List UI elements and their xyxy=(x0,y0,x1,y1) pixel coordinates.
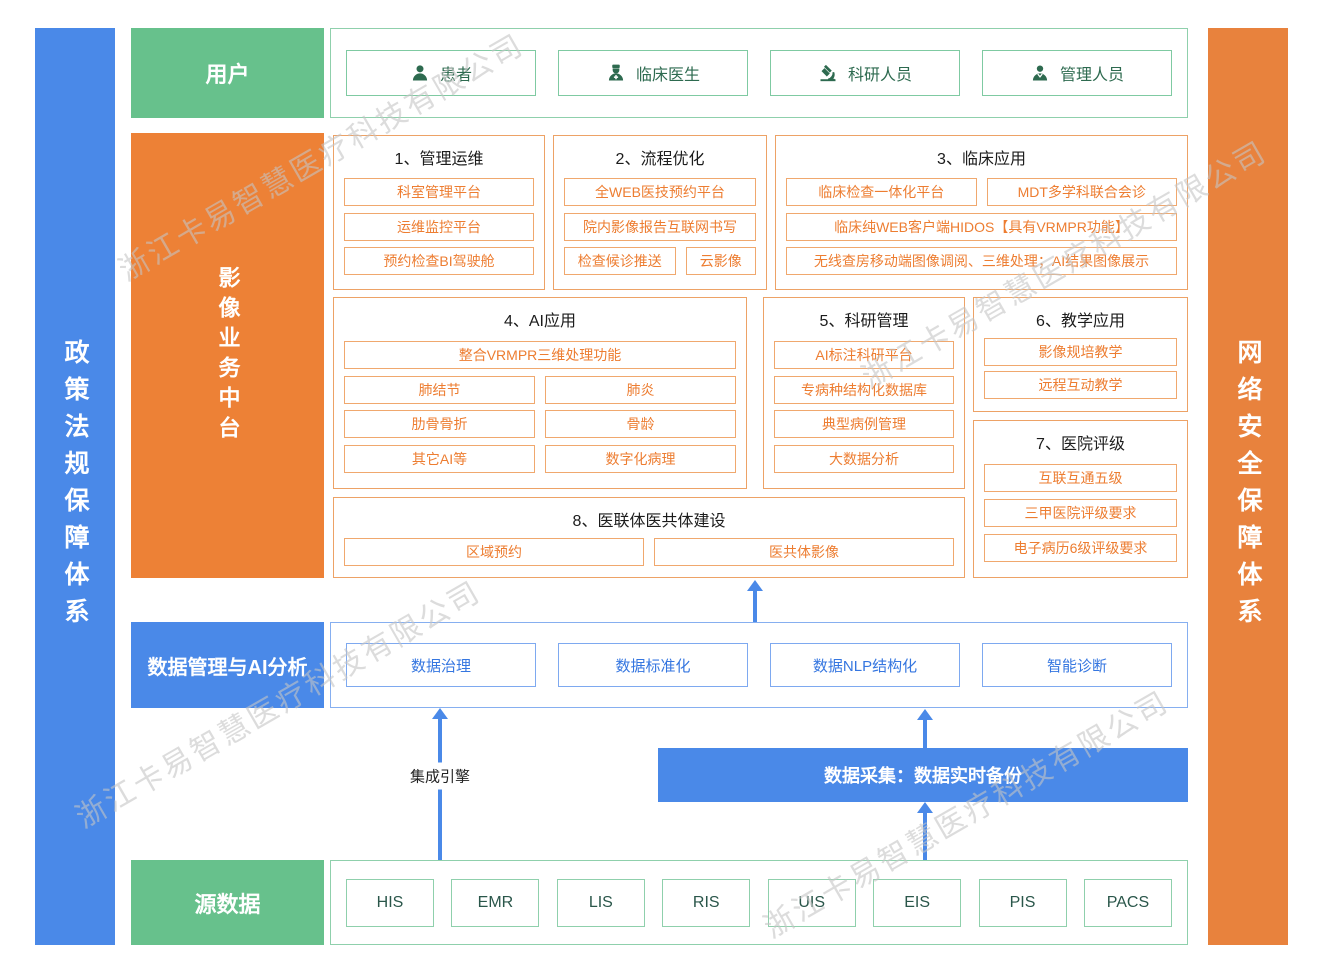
section-research-management: 5、科研管理 AI标注科研平台 专病种结构化数据库 典型病例管理 大数据分析 xyxy=(763,297,965,489)
platform-item: AI标注科研平台 xyxy=(774,340,954,369)
section-process-optimization: 2、流程优化 全WEB医技预约平台 院内影像报告互联网书写 检查候诊推送 云影像 xyxy=(553,135,767,290)
platform-item: 科室管理平台 xyxy=(344,178,534,207)
section-hospital-rating: 7、医院评级 互联互通五级 三甲医院评级要求 电子病历6级评级要求 xyxy=(973,420,1188,578)
data-mgmt-item: 数据NLP结构化 xyxy=(770,643,960,687)
section-title: 5、科研管理 xyxy=(819,313,909,330)
collect-top-arrow-head xyxy=(917,709,933,720)
platform-item: 骨龄 xyxy=(545,410,736,439)
data-mgmt-container: 数据治理 数据标准化 数据NLP结构化 智能诊断 xyxy=(330,622,1188,708)
collect-bottom-arrow-line xyxy=(923,813,927,860)
section-title: 3、临床应用 xyxy=(937,151,1026,168)
data-mgmt-item: 数据治理 xyxy=(346,643,536,687)
patient-icon xyxy=(412,65,428,81)
policy-regulation-label: 政策法规保障体系 xyxy=(61,338,89,635)
platform-item: 大数据分析 xyxy=(774,445,954,474)
researcher-icon xyxy=(820,64,836,82)
network-security-label: 网络安全保障体系 xyxy=(1234,338,1262,635)
source-data-label: 源数据 xyxy=(131,860,324,945)
users-container: 患者 临床医生 科研人员 管理人员 xyxy=(330,28,1188,118)
section-title: 6、教学应用 xyxy=(1036,313,1125,330)
source-system: UIS xyxy=(767,878,856,927)
platform-item: 互联互通五级 xyxy=(984,464,1177,492)
section-management-ops: 1、管理运维 科室管理平台 运维监控平台 预约检查BI驾驶舱 xyxy=(333,135,545,290)
platform-item: 远程互动教学 xyxy=(984,370,1177,399)
platform-item: 无线查房移动端图像调阅、三维处理；AI结果图像展示 xyxy=(786,246,1177,275)
source-system: PACS xyxy=(1083,878,1172,927)
section-title: 1、管理运维 xyxy=(394,151,484,168)
source-system: EIS xyxy=(873,878,962,927)
platform-label-text: 影像业务中台 xyxy=(215,265,241,446)
section-title: 8、医联体医共体建设 xyxy=(572,513,726,530)
platform-item: 典型病例管理 xyxy=(774,410,954,439)
section-title: 4、AI应用 xyxy=(503,313,577,330)
section-medical-consortium: 8、医联体医共体建设 区域预约 医共体影像 xyxy=(333,497,965,578)
section-title: 7、医院评级 xyxy=(1036,436,1125,453)
data-mgmt-item: 智能诊断 xyxy=(982,643,1172,687)
user-box-patient: 患者 xyxy=(346,50,536,96)
section-clinical-application: 3、临床应用 临床检查一体化平台 MDT多学科联合会诊 临床纯WEB客户端HID… xyxy=(775,135,1188,290)
integration-arrow-line xyxy=(438,719,442,860)
platform-item: 区域预约 xyxy=(344,537,644,566)
platform-item: 医共体影像 xyxy=(654,537,954,566)
user-box-label: 管理人员 xyxy=(1059,67,1124,84)
source-system: EMR xyxy=(451,878,540,927)
user-box-label: 科研人员 xyxy=(847,67,912,84)
section-title: 2、流程优化 xyxy=(615,151,705,168)
platform-item: 云影像 xyxy=(685,246,756,275)
up-arrow xyxy=(747,580,763,591)
platform-label: 影像业务中台 xyxy=(131,133,324,578)
network-security-bar: 网络安全保障体系 xyxy=(1208,28,1288,945)
integration-arrow-head xyxy=(432,708,448,719)
platform-item: 院内影像报告互联网书写 xyxy=(564,212,756,241)
platform-item: 肺炎 xyxy=(545,375,736,404)
user-box-manager: 管理人员 xyxy=(982,50,1172,96)
source-system: HIS xyxy=(346,878,434,927)
source-system: RIS xyxy=(662,878,751,927)
user-box-label: 临床医生 xyxy=(635,67,700,84)
platform-item: 影像规培教学 xyxy=(984,338,1177,367)
platform-item: 整合VRMPR三维处理功能 xyxy=(344,340,736,369)
platform-item: 三甲医院评级要求 xyxy=(984,499,1177,527)
platform-item: 临床检查一体化平台 xyxy=(786,178,977,207)
users-label: 用户 xyxy=(131,28,324,118)
platform-item: 专病种结构化数据库 xyxy=(774,375,954,404)
source-data-container: HIS EMR LIS RIS UIS EIS PIS PACS xyxy=(330,860,1188,945)
user-box-researcher: 科研人员 xyxy=(770,50,960,96)
platform-item: 肋骨骨折 xyxy=(344,410,535,439)
source-system: PIS xyxy=(978,878,1067,927)
policy-regulation-bar: 政策法规保障体系 xyxy=(35,28,115,945)
data-mgmt-label: 数据管理与AI分析 xyxy=(131,622,324,708)
up-arrow-line xyxy=(753,591,757,622)
user-box-label: 患者 xyxy=(439,67,472,84)
platform-item: 其它AI等 xyxy=(344,445,535,474)
collect-top-arrow-line xyxy=(923,720,927,748)
section-teaching-application: 6、教学应用 影像规培教学 远程互动教学 xyxy=(973,297,1188,412)
platform-item: MDT多学科联合会诊 xyxy=(986,178,1177,207)
doctor-icon xyxy=(608,64,624,81)
platform-item: 预约检查BI驾驶舱 xyxy=(344,246,534,275)
platform-item: 检查候诊推送 xyxy=(564,246,676,275)
integration-engine-label: 集成引擎 xyxy=(403,762,477,790)
data-mgmt-item: 数据标准化 xyxy=(558,643,748,687)
platform-item: 数字化病理 xyxy=(545,445,736,474)
user-box-doctor: 临床医生 xyxy=(558,50,748,96)
data-collection-box: 数据采集：数据实时备份 xyxy=(658,748,1188,802)
platform-item: 全WEB医技预约平台 xyxy=(564,178,756,207)
platform-item: 电子病历6级评级要求 xyxy=(984,534,1177,562)
collect-bottom-arrow-head xyxy=(917,802,933,813)
manager-icon xyxy=(1032,65,1048,81)
platform-item: 肺结节 xyxy=(344,375,535,404)
source-system: LIS xyxy=(556,878,645,927)
platform-item: 临床纯WEB客户端HIDOS【具有VRMPR功能】 xyxy=(786,212,1177,241)
section-ai-application: 4、AI应用 整合VRMPR三维处理功能 肺结节 肺炎 肋骨骨折 骨龄 其它AI… xyxy=(333,297,747,489)
platform-item: 运维监控平台 xyxy=(344,212,534,241)
